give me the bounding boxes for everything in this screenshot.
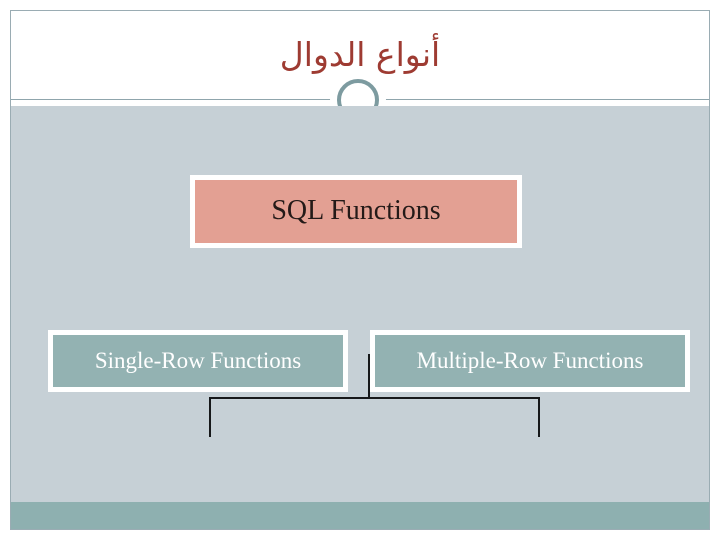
diagram-node-single-row: Single-Row Functions: [48, 330, 348, 392]
connector-horizontal-bus: [209, 397, 540, 399]
slide-body-area: [11, 106, 709, 502]
diagram-node-single-row-label: Single-Row Functions: [94, 348, 302, 374]
connector-root-stem: [368, 354, 370, 399]
slide-footer-bar: [11, 502, 709, 529]
diagram-node-multiple-row: Multiple-Row Functions: [370, 330, 690, 392]
page-title: أنواع الدوال: [279, 34, 441, 74]
connector-drop-right: [538, 397, 540, 437]
diagram-node-multiple-row-label: Multiple-Row Functions: [416, 348, 644, 374]
diagram-node-root: SQL Functions: [190, 175, 522, 248]
connector-drop-left: [209, 397, 211, 437]
diagram-node-root-label: SQL Functions: [271, 195, 441, 227]
